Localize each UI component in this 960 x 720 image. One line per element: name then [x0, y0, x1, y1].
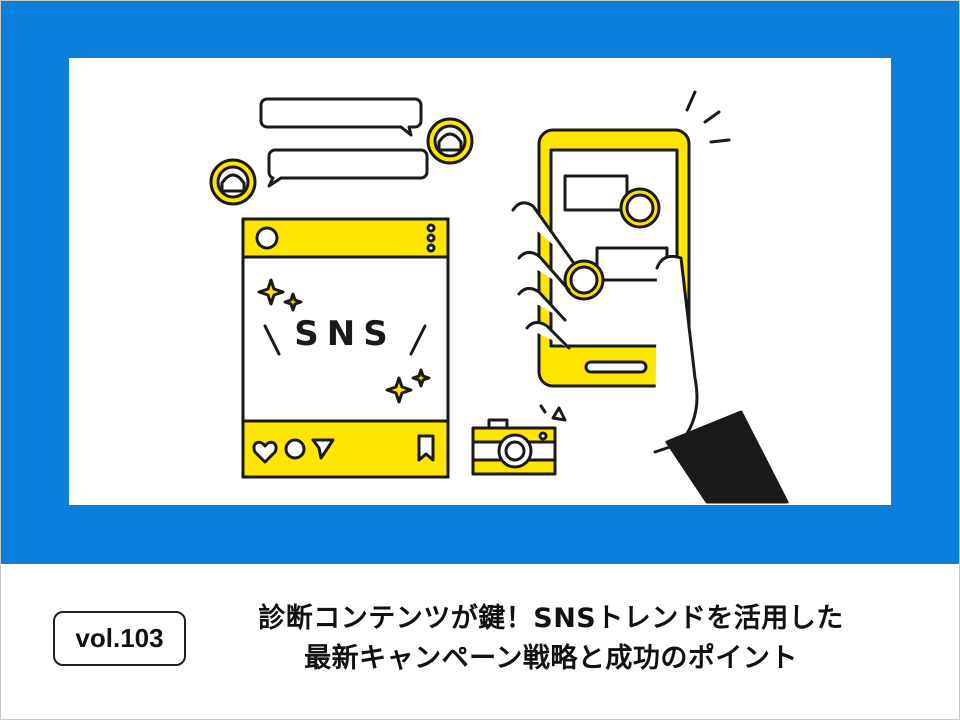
article-title: 診断コンテンツが鍵！SNSトレンドを活用した 最新キャンペーン戦略と成功のポイン…	[201, 599, 901, 679]
camera-icon	[471, 404, 567, 476]
send-icon	[311, 438, 335, 460]
comment-icon	[284, 438, 306, 460]
avatar-icon	[209, 158, 257, 206]
sns-illustration: SNS	[209, 90, 789, 504]
heart-icon	[252, 440, 278, 464]
illustration-panel: SNS	[69, 58, 891, 505]
smartphone-icon	[537, 128, 691, 388]
title-line-2: 最新キャンペーン戦略と成功のポイント	[304, 643, 798, 674]
hand-illustration	[511, 201, 789, 504]
hero-banner: SNS	[1, 1, 959, 564]
title-line-1: 診断コンテンツが鍵！SNSトレンドを活用した	[258, 603, 844, 634]
volume-badge: vol.103	[53, 611, 186, 666]
bookmark-icon	[417, 434, 435, 462]
chat-bubble-icon	[259, 97, 423, 137]
avatar-icon	[426, 117, 474, 165]
post-sns-text: SNS	[294, 314, 395, 354]
sparkle-icon	[257, 278, 303, 312]
chat-bubble-icon	[267, 148, 429, 188]
sparkle-icon	[385, 368, 431, 404]
